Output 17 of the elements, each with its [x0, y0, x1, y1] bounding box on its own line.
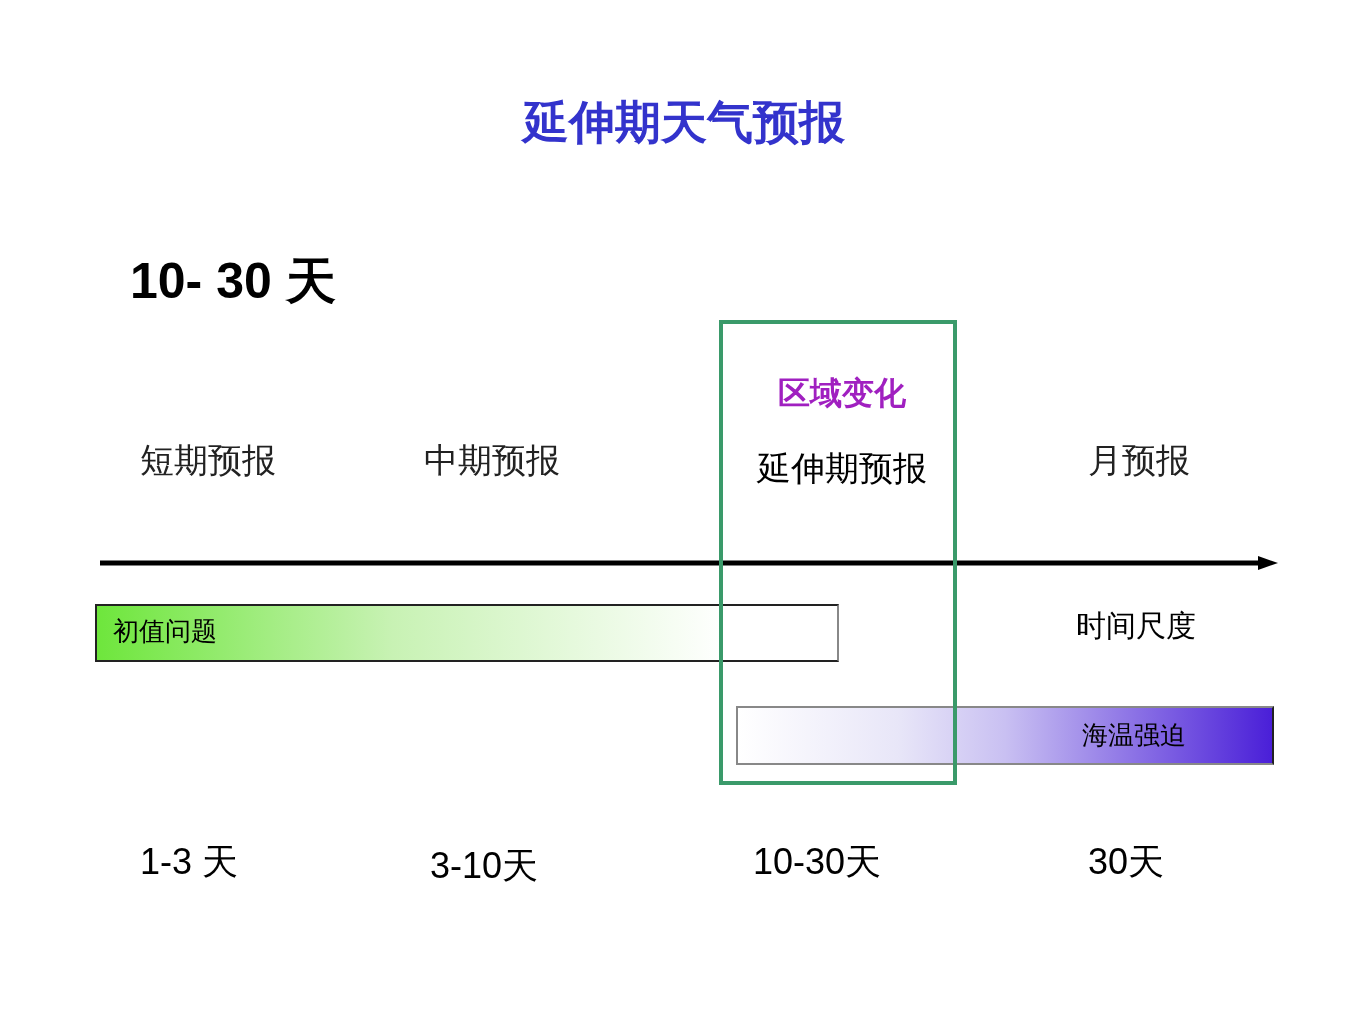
frame-box — [719, 320, 957, 785]
range-label: 1-3 天 — [140, 840, 239, 884]
category-label: 中期预报 — [424, 439, 560, 482]
box-heading: 区域变化 — [777, 374, 907, 413]
bar — [95, 604, 839, 662]
box-label: 海温强迫 — [1082, 719, 1186, 752]
bar — [736, 706, 1274, 765]
range-label: 3-10天 — [430, 844, 539, 888]
range-label: 10-30天 — [753, 840, 882, 884]
axis-label: 时间尺度 — [1076, 608, 1196, 644]
period-label: 10- 30 天 — [130, 252, 336, 311]
box-label: 初值问题 — [113, 615, 217, 648]
category-label: 短期预报 — [140, 439, 276, 482]
category-label: 月预报 — [1088, 439, 1190, 482]
box-label: 延伸期预报 — [756, 447, 928, 490]
title: 延伸期天气预报 — [520, 95, 846, 150]
range-label: 30天 — [1088, 840, 1165, 884]
